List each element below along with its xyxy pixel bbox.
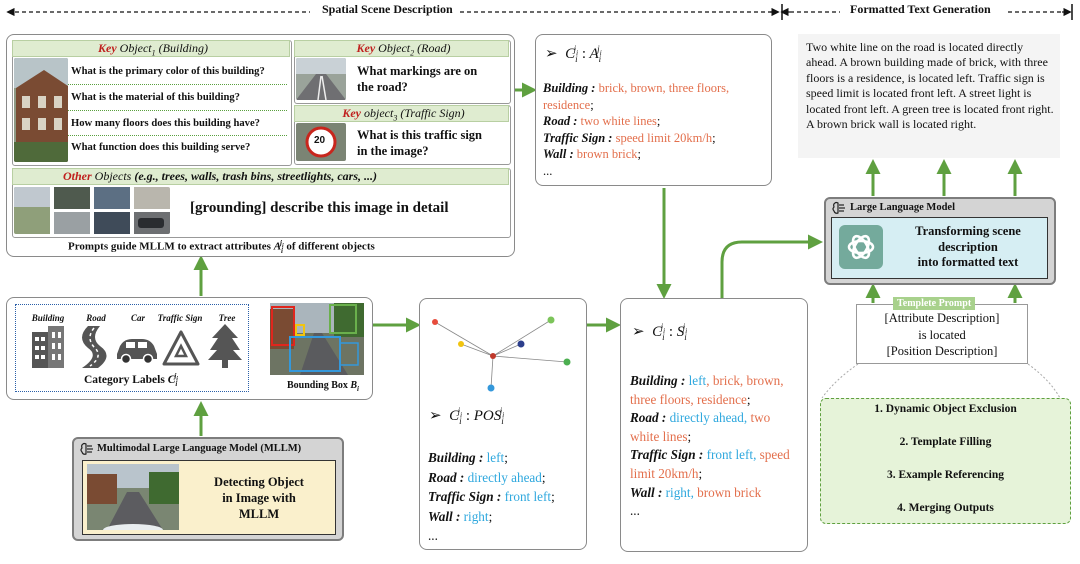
header-spatial-scene: Spatial Scene Description [318,2,457,17]
other-objects-photos [14,187,170,234]
tree-icon [208,324,242,368]
key-object-road-header: Key Object2 (Road) [294,40,509,57]
scene-row-road: Road : directly ahead, two white lines; [630,410,771,444]
step-2: 2. Template Filling [899,436,992,448]
attributes-box [535,34,772,186]
category-tree-label: Tree [218,313,236,323]
recycle-sign-icon [162,330,200,366]
category-labels-frame [15,304,249,392]
building-question-3: How many floors does this building have? [71,118,260,129]
category-road-label: Road [86,313,106,323]
step-4: 4. Merging Outputs [897,502,994,514]
formatted-output-text: Two white line on the road is located di… [798,34,1060,158]
bounding-box-photo [270,303,364,375]
brain-chip-icon [832,201,845,214]
category-car-label: Car [130,313,145,323]
other-objects-header: Other Objects (e.g., trees, walls, trash… [12,168,509,185]
category-labels-caption: Category Labels Ciji [84,372,178,389]
category-building-label: Building [31,313,65,323]
traffic-sign-photo [296,123,346,161]
position-box-title: ➢ Ciji : POSiji [429,406,505,426]
header-formatted-text: Formatted Text Generation [846,2,995,17]
openai-logo-icon [839,225,883,269]
position-box [419,298,587,550]
prompts-caption: Prompts guide MLLM to extract attributes… [68,239,375,255]
building-question-1: What is the primary color of this buildi… [71,66,265,77]
scene-row-building: Building : left, brick, brown, three flo… [630,373,784,407]
llm-description: Transforming scene description into form… [915,224,1021,269]
car-icon [117,339,157,364]
scene-row-sign: Traffic Sign : front left, speed limit 2… [630,447,790,481]
street-photo [87,464,179,530]
building-icon [32,326,64,368]
other-objects-prompt: [grounding] describe this image in detai… [190,200,449,216]
scene-row-wall: Wall : right, brown brick [630,484,762,500]
scene-box-title: ➢ Ciji : Siji [632,322,688,342]
road-photo [296,58,346,100]
arrow-scene-to-llm [720,234,823,298]
traffic-sign-number: 20 [314,135,326,146]
spatial-graph [432,316,571,392]
template-prompt-text: [Attribute Description] is located [Posi… [884,311,1000,358]
llm-title: Large Language Model [850,202,955,213]
position-list: Building : left; Road : directly ahead; … [428,450,555,543]
step-3: 3. Example Referencing [886,469,1004,481]
building-question-2: What is the material of this building? [71,92,240,103]
road-icon [82,326,107,368]
step-1: 1. Dynamic Object Exclusion [874,403,1017,415]
building-photo [14,58,68,162]
building-question-4: What function does this building serve? [71,142,251,153]
key-object-building-header: Key Object1 (Building) [12,40,290,57]
processing-steps-box: 1. Dynamic Object Exclusion 2. Template … [820,398,1071,524]
mllm-description: Detecting Object in Image with MLLM [214,475,304,521]
mllm-title: Multimodal Large Language Model (MLLM) [97,443,302,454]
road-question: What markings are on the road? [357,64,478,94]
key-object-sign-header: Key object3 (Traffic Sign) [294,105,509,122]
template-prompt-tag: Templete Prompt [893,297,976,310]
attributes-box-title: ➢ Ciji : Aiji [545,44,602,64]
attributes-list: Building : brick, brown, three floors, r… [543,81,730,178]
scene-list: Building : left, brick, brown, three flo… [630,372,802,521]
template-prompt-box [856,304,1028,364]
bounding-box-caption: Bounding Box Bi [287,380,359,393]
traffic-sign-question: What is this traffic sign in the image? [357,128,482,158]
scene-box [620,298,808,552]
brain-chip-icon [80,442,93,455]
category-sign-label: Traffic Sign [157,313,203,323]
